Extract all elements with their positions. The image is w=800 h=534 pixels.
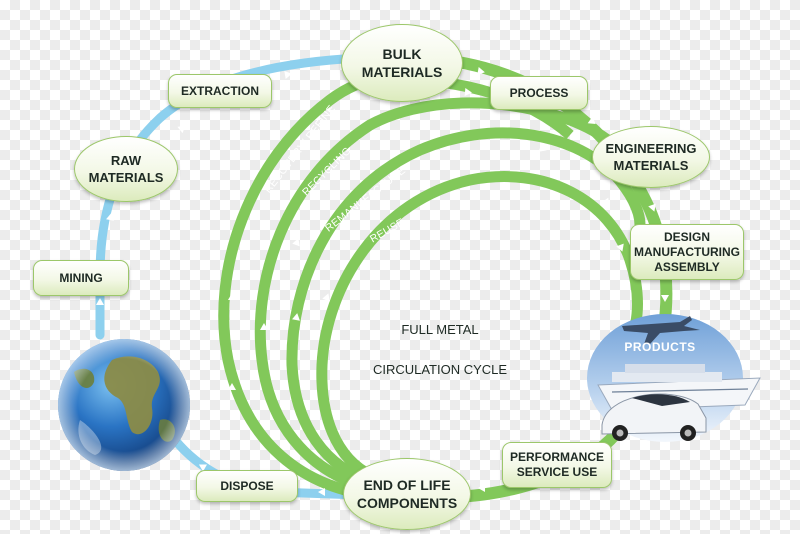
engineering-materials-label: ENGINEERING MATERIALS bbox=[605, 141, 697, 173]
bulk-materials-label: BULK MATERIALS bbox=[361, 46, 443, 80]
products-label: PRODUCTS bbox=[624, 340, 696, 354]
cycle-title-line2: CIRCULATION CYCLE bbox=[372, 362, 508, 377]
mining-node[interactable]: MINING bbox=[33, 260, 129, 296]
design-manufacturing-assembly-node[interactable]: DESIGN MANUFACTURING ASSEMBLY bbox=[630, 224, 744, 280]
earth-globe bbox=[58, 339, 190, 471]
extraction-label: EXTRACTION bbox=[181, 83, 259, 98]
airplane-icon bbox=[622, 316, 700, 344]
engineering-materials-node[interactable]: ENGINEERING MATERIALS bbox=[592, 126, 710, 188]
flow-arrows bbox=[96, 67, 669, 496]
end-of-life-components-label: END OF LIFE COMPONENTS bbox=[356, 477, 458, 511]
bulk-materials-node[interactable]: BULK MATERIALS bbox=[341, 24, 463, 102]
dispose-node[interactable]: DISPOSE bbox=[196, 470, 298, 502]
process-node[interactable]: PROCESS bbox=[490, 76, 588, 110]
mining-label: MINING bbox=[59, 270, 103, 285]
cycle-title-line1: FULL METAL bbox=[401, 322, 479, 337]
performance-service-use-label: PERFORMANCE SERVICE USE bbox=[509, 450, 604, 479]
products-illustration bbox=[587, 314, 761, 442]
recovery-refine-loop bbox=[218, 72, 574, 503]
dispose-label: DISPOSE bbox=[220, 478, 274, 493]
end-of-life-components-node[interactable]: END OF LIFE COMPONENTS bbox=[343, 458, 471, 530]
process-label: PROCESS bbox=[509, 85, 569, 100]
raw-materials-node[interactable]: RAW MATERIALS bbox=[74, 136, 178, 202]
recycling-loop bbox=[254, 97, 646, 496]
car-icon bbox=[601, 393, 707, 441]
performance-service-use-node[interactable]: PERFORMANCE SERVICE USE bbox=[502, 442, 612, 488]
extraction-node[interactable]: EXTRACTION bbox=[168, 74, 272, 108]
cycle-title: FULL METAL CIRCULATION CYCLE bbox=[360, 300, 520, 380]
raw-materials-label: RAW MATERIALS bbox=[88, 153, 164, 185]
design-manufacturing-assembly-label: DESIGN MANUFACTURING ASSEMBLY bbox=[634, 229, 740, 274]
raw-material-path bbox=[95, 53, 365, 340]
